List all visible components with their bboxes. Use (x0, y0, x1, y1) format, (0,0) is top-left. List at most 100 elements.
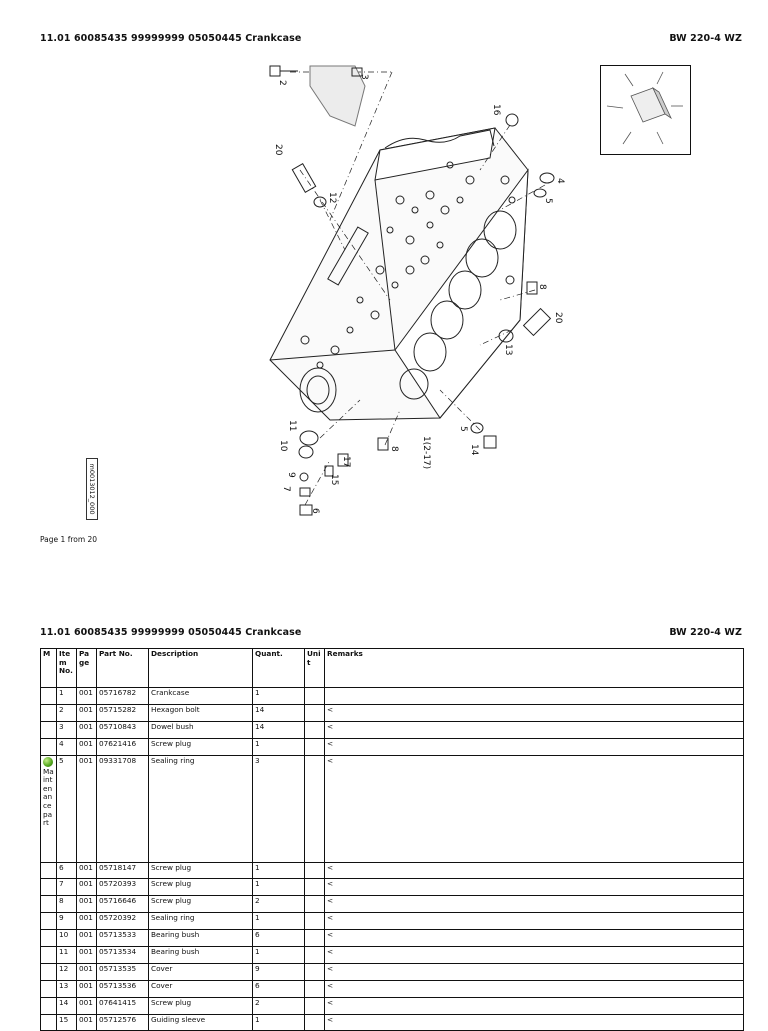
cell-quantity: 1 (252, 737, 305, 756)
cell-page: 001 (76, 895, 97, 914)
cell-quantity: 3 (252, 754, 305, 863)
callout-20b: 20 (553, 312, 563, 324)
callout-13: 13 (503, 344, 513, 355)
header-title: 11.01 60085435 99999999 05050445 Crankca… (40, 627, 302, 638)
cell-page: 001 (76, 737, 97, 756)
cell-description: Guiding sleeve (148, 1013, 253, 1031)
cell-unit (304, 720, 325, 739)
cell-unit (304, 929, 325, 948)
cell-description: Cover (148, 979, 253, 998)
table-header-row: M Item No. Page Part No. Description Qua… (40, 648, 744, 688)
cell-description: Cover (148, 962, 253, 981)
cell-remarks: < (324, 737, 744, 756)
col-header-remarks: Remarks (324, 648, 744, 688)
callout-8b: 8 (389, 446, 399, 452)
cell-page: 001 (76, 720, 97, 739)
cell-description: Bearing bush (148, 929, 253, 948)
cell-quantity: 9 (252, 962, 305, 981)
cell-page: 001 (76, 996, 97, 1015)
callout-12: 12 (327, 192, 337, 203)
cell-item-no: 8 (56, 895, 77, 914)
cell-item-no: 5 (56, 754, 77, 863)
header-model: BW 220-4 WZ (669, 33, 742, 44)
cell-remarks: < (324, 703, 744, 722)
cell-maintenance (40, 687, 57, 705)
cell-unit (304, 962, 325, 981)
col-header-part-no: Part No. (96, 648, 149, 688)
cell-part-no: 05716782 (96, 687, 149, 705)
callout-9: 9 (286, 472, 296, 478)
callout-17: 17 (341, 456, 351, 467)
cell-part-no: 05713536 (96, 979, 149, 998)
cell-unit (304, 1013, 325, 1031)
cell-description: Screw plug (148, 996, 253, 1015)
cell-unit (304, 895, 325, 914)
cell-description: Screw plug (148, 861, 253, 880)
callout-5b: 5 (458, 426, 468, 432)
cell-item-no: 7 (56, 878, 77, 897)
cell-quantity: 2 (252, 895, 305, 914)
cell-maintenance: Maintenance part (40, 754, 57, 863)
cell-remarks: < (324, 720, 744, 739)
cell-page: 001 (76, 1013, 97, 1031)
cell-description: Sealing ring (148, 912, 253, 931)
callout-20: 20 (273, 144, 283, 156)
col-header-m: M (40, 648, 57, 688)
cell-remarks: < (324, 979, 744, 998)
cell-maintenance (40, 861, 57, 880)
cell-unit (304, 979, 325, 998)
cell-maintenance (40, 912, 57, 931)
cell-page: 001 (76, 754, 97, 863)
cell-page: 001 (76, 703, 97, 722)
callout-16: 16 (491, 104, 501, 116)
cell-description: Screw plug (148, 737, 253, 756)
cell-part-no: 05715282 (96, 703, 149, 722)
cell-part-no: 07621416 (96, 737, 149, 756)
cell-quantity: 1 (252, 878, 305, 897)
callout-2: 2 (277, 80, 287, 86)
callout-10: 10 (278, 440, 288, 452)
cell-maintenance (40, 737, 57, 756)
cell-quantity: 1 (252, 687, 305, 705)
cell-maintenance (40, 720, 57, 739)
cell-remarks: < (324, 1013, 744, 1031)
cell-unit (304, 912, 325, 931)
cell-unit (304, 996, 325, 1015)
cell-maintenance (40, 946, 57, 964)
col-header-unit: Unit (304, 648, 325, 688)
maintenance-part-label: Maintenance part (43, 766, 54, 828)
cell-part-no: 05720392 (96, 912, 149, 931)
cell-remarks: < (324, 878, 744, 897)
cell-maintenance (40, 878, 57, 897)
callout-1-range: 1(2-17) (421, 436, 431, 469)
col-header-description: Description (148, 648, 253, 688)
cell-description: Crankcase (148, 687, 253, 705)
cell-unit (304, 946, 325, 964)
cell-unit (304, 878, 325, 897)
cell-part-no: 05716646 (96, 895, 149, 914)
header-model: BW 220-4 WZ (669, 627, 742, 638)
cell-part-no: 05712576 (96, 1013, 149, 1031)
cell-quantity: 6 (252, 929, 305, 948)
cell-page: 001 (76, 687, 97, 705)
page-header: 11.01 60085435 99999999 05050445 Crankca… (40, 627, 742, 638)
callout-15: 15 (329, 474, 339, 485)
cell-maintenance (40, 895, 57, 914)
cell-unit (304, 737, 325, 756)
cell-maintenance (40, 962, 57, 981)
cell-description: Sealing ring (148, 754, 253, 863)
callout-4: 4 (555, 178, 565, 184)
cell-unit (304, 687, 325, 705)
cell-item-no: 6 (56, 861, 77, 880)
cell-maintenance (40, 1013, 57, 1031)
cell-unit (304, 754, 325, 863)
